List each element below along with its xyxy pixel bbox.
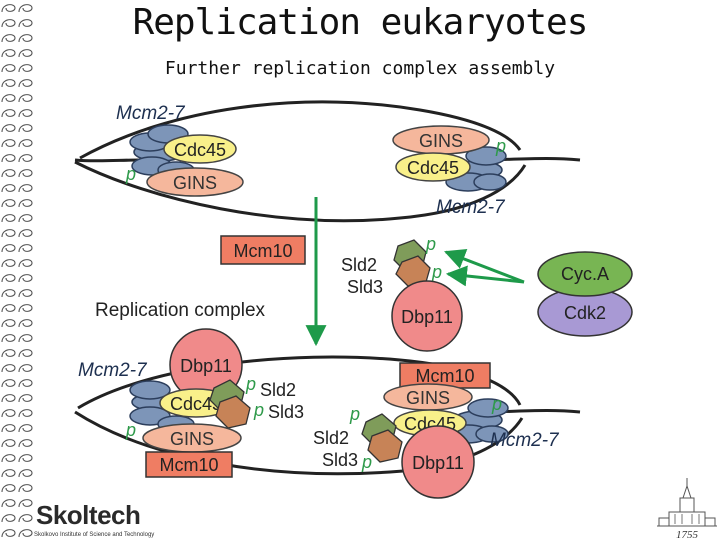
gins-top-left	[146, 167, 244, 197]
dna-strand-top	[79, 100, 522, 160]
phospho-sld2-bottom-right: p	[349, 404, 360, 424]
gins-label-top-right: GINS	[419, 131, 463, 151]
sld2-label-bottom-right: Sld2	[313, 428, 349, 448]
sld3-label-bottom-right: Sld3	[322, 450, 358, 470]
mcm10-label-bottom-left: Mcm10	[159, 455, 218, 475]
dbp11-label: Dbp11	[401, 307, 453, 327]
dbp11-factor	[391, 280, 463, 352]
slide-subtitle: Further replication complex assembly	[164, 58, 556, 79]
dna-end-left	[74, 158, 141, 163]
cyca-label: Cyc.A	[561, 264, 609, 284]
mcm-label-bottom-right: Mcm2-7	[490, 430, 560, 451]
phospho-mcm-bottom-left: p	[125, 420, 136, 440]
mcm10-bottom-left	[145, 451, 233, 478]
cdc45-top-right	[395, 152, 471, 182]
mcm-label-top-left: Mcm2-7	[116, 103, 186, 124]
mcm10-factor	[220, 235, 306, 265]
university-tower-icon: 1755	[657, 478, 717, 540]
mcm-label-top-right: Mcm2-7	[436, 197, 506, 218]
gins-label-top-left: GINS	[173, 173, 217, 193]
sld2-label-bottom-left: Sld2	[260, 380, 296, 400]
phospho-sld3-bottom-left: p	[253, 400, 264, 420]
kinase-arrow-sld3	[445, 265, 525, 287]
logo-tagline: Skolkovo Institute of Science and Techno…	[34, 532, 155, 538]
dna-strand-bottom	[74, 160, 527, 223]
decorative-border	[0, 0, 34, 540]
skoltech-logo: Skoltech Skolkovo Institute of Science a…	[30, 500, 155, 540]
phospho-sld3: p	[431, 262, 442, 282]
sld3-label-bottom-left: Sld3	[268, 402, 304, 422]
phospho-top-left: p	[125, 164, 136, 184]
phospho-top-right: p	[495, 136, 506, 156]
cdk2-label: Cdk2	[564, 303, 606, 323]
sld3-bottom-left	[215, 395, 251, 429]
mcm-label-bottom-left: Mcm2-7	[78, 360, 148, 381]
phospho-mcm-bottom-right: p	[491, 394, 502, 414]
dna-end-right-2	[494, 409, 581, 414]
dbp11-label-bottom-right: Dbp11	[412, 453, 464, 473]
dbp11-bottom-right	[401, 425, 475, 499]
cyca-cyclin	[537, 251, 633, 297]
mcm10-factor-label: Mcm10	[233, 241, 292, 261]
phospho-sld2: p	[425, 234, 436, 254]
year-label: 1755	[676, 529, 699, 540]
logo-wordmark: Skoltech	[36, 500, 141, 530]
slide-title: Replication eukaryotes	[132, 2, 589, 43]
dna-strand-bottom-2	[74, 410, 524, 476]
cdc45-label-bottom-left: Cdc45	[170, 394, 222, 414]
phospho-sld3-bottom-right: p	[361, 452, 372, 472]
sld2-label: Sld2	[341, 255, 377, 275]
dbp11-label-bottom-left: Dbp11	[180, 356, 232, 376]
gins-label-bottom-right: GINS	[406, 388, 450, 408]
gins-label-bottom-left: GINS	[170, 429, 214, 449]
phospho-sld2-bottom-left: p	[245, 374, 256, 394]
kinase-arrow-sld2	[444, 248, 525, 284]
replication-complex-label: Replication complex	[95, 300, 266, 321]
cdc45-label-top-right: Cdc45	[407, 158, 459, 178]
sld3-label: Sld3	[347, 277, 383, 297]
mcm10-label-bottom-right: Mcm10	[415, 366, 474, 386]
sld3-bottom-right	[367, 429, 403, 463]
cdc45-top-left	[163, 134, 237, 164]
cdc45-label-top-left: Cdc45	[174, 140, 226, 160]
